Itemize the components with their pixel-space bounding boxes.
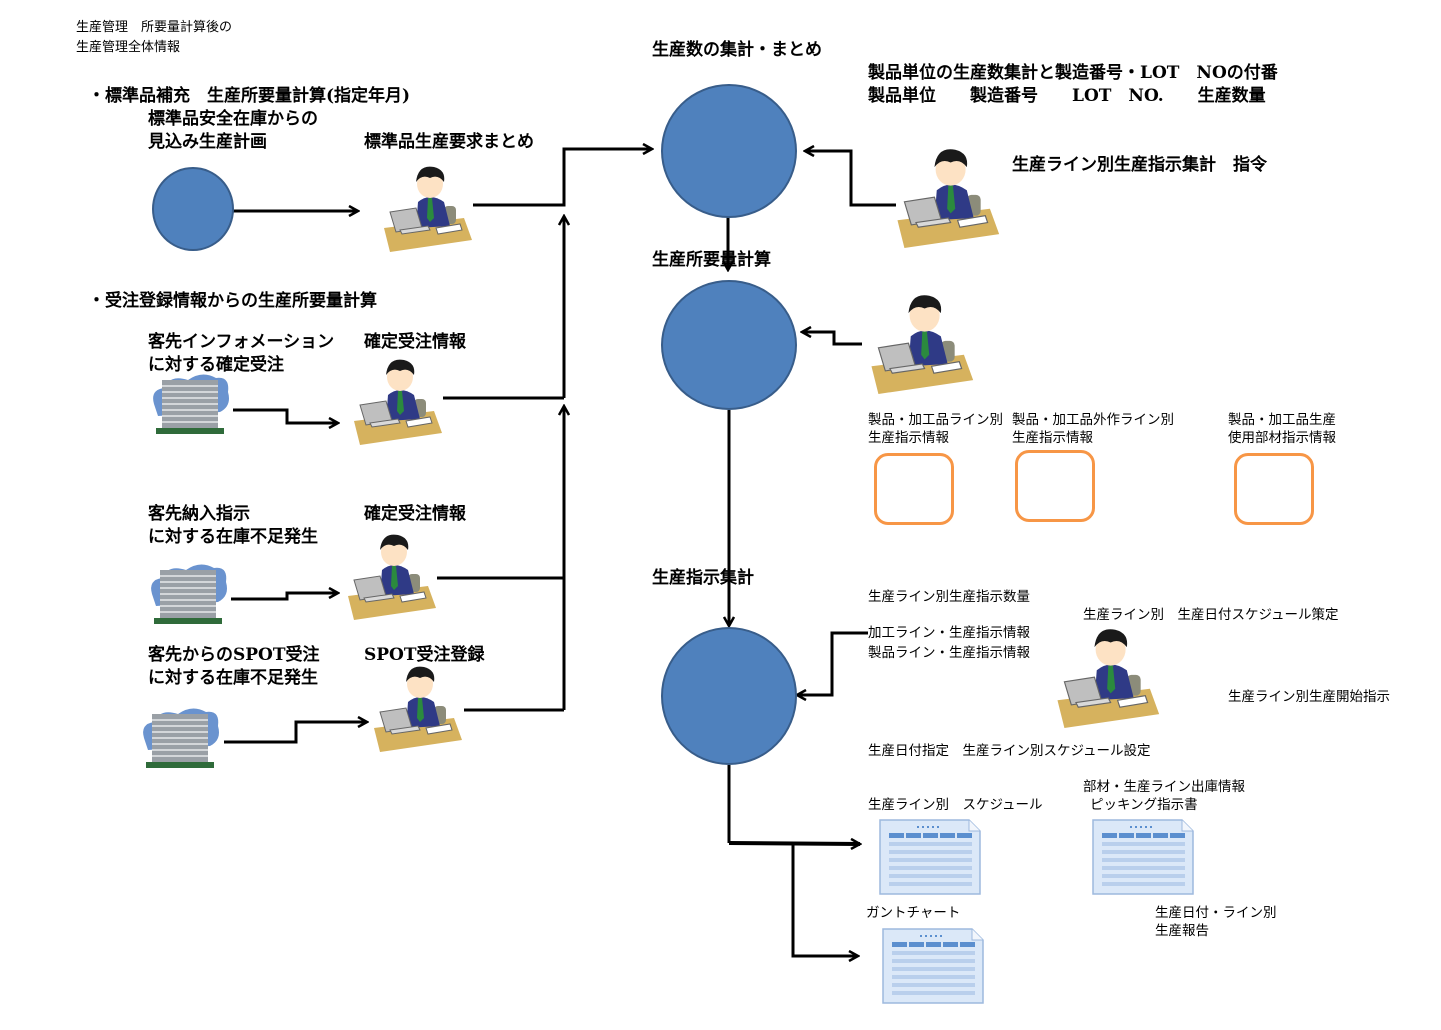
arrow-standard-worker-to-node1	[473, 149, 652, 207]
spreadsheet-doc-icon	[879, 819, 981, 895]
order3-source-label-2: に対する在庫不足発生	[148, 668, 318, 688]
arrow-order1-source-to-worker	[233, 408, 338, 423]
start-instruction-label: 生産ライン別生産開始指示	[1228, 689, 1390, 705]
worker-icon	[354, 359, 442, 445]
info-box3-line-1: 製品・加工品生産	[1228, 412, 1336, 428]
info-box2-line-2: 生産指示情報	[1012, 430, 1093, 446]
building-icon	[151, 564, 227, 624]
processing-line-info-label: 加工ライン・生産指示情報	[868, 625, 1030, 641]
worker-icon	[897, 149, 1000, 248]
info-box2-line-1: 製品・加工品外作ライン別	[1012, 412, 1174, 428]
standard-worker-label: 標準品生産要求まとめ	[364, 132, 534, 152]
order3-source-label-1: 客先からのSPOT受注	[148, 645, 320, 665]
order3-worker-label: SPOT受注登録	[364, 645, 485, 665]
building-icon	[143, 708, 219, 768]
orders-heading: ・受注登録情報からの生産所要量計算	[88, 291, 377, 311]
picking-doc-label-2: ピッキング指示書	[1090, 797, 1198, 813]
arrow-order3-source-to-worker	[224, 722, 367, 744]
spreadsheet-doc-icon	[1092, 819, 1194, 895]
summary-line-1: 製品単位の生産数集計と製造番号・LOT NOの付番	[868, 63, 1278, 83]
info-box1-line-1: 製品・加工品ライン別	[868, 412, 1003, 428]
order2-source-label-2: に対する在庫不足発生	[148, 527, 318, 547]
header-line-2: 生産管理全体情報	[76, 40, 181, 55]
schedule-doc-label: 生産ライン別 スケジュール	[868, 797, 1043, 813]
info-box3-line-2: 使用部材指示情報	[1228, 430, 1336, 446]
order1-worker-label: 確定受注情報	[364, 332, 466, 352]
arrow-worker2-to-node2	[802, 332, 862, 346]
order1-source-label-1: 客先インフォメーション	[148, 332, 335, 352]
arrow-lineinfo-to-node3	[797, 631, 868, 695]
order2-worker-label: 確定受注情報	[364, 504, 466, 524]
info-box-outsourced-instructions	[1015, 450, 1095, 522]
standard-source-node	[152, 167, 234, 251]
standard-heading: ・標準品補充 生産所要量計算(指定年月)	[88, 86, 411, 106]
info-box1-line-2: 生産指示情報	[868, 430, 949, 446]
building-icon	[153, 374, 229, 434]
line-directive-label: 生産ライン別生産指示集計 指令	[1012, 155, 1267, 175]
arrow-order2-source-to-worker	[231, 593, 338, 601]
gantt-doc-label: ガントチャート	[866, 905, 961, 921]
arrow-directive-to-node1	[805, 151, 896, 207]
report-line-1: 生産日付・ライン別	[1155, 905, 1277, 921]
node-requirement-calc	[661, 280, 797, 410]
product-line-info-label: 製品ライン・生産指示情報	[868, 645, 1030, 661]
node-instruction-summary	[661, 627, 797, 765]
node3-label: 生産指示集計	[652, 568, 754, 588]
node-production-summary	[661, 84, 797, 218]
schedule-planning-label: 生産ライン別 生産日付スケジュール策定	[1083, 607, 1339, 623]
worker-icon	[871, 295, 974, 394]
info-box-materials-instructions	[1234, 453, 1314, 525]
arrow-to-gantt-doc	[791, 843, 858, 956]
node2-label: 生産所要量計算	[652, 250, 771, 270]
order1-source-label-2: に対する確定受注	[148, 355, 284, 375]
node1-label: 生産数の集計・まとめ	[652, 40, 822, 60]
order2-source-label-1: 客先納入指示	[148, 504, 250, 524]
picking-doc-label-1: 部材・生産ライン出庫情報	[1083, 779, 1245, 795]
worker-icon	[384, 166, 472, 252]
summary-line-2: 製品単位 製造番号 LOT NO. 生産数量	[868, 86, 1266, 106]
report-line-2: 生産報告	[1155, 923, 1209, 939]
spreadsheet-doc-icon	[882, 928, 984, 1004]
worker-icon	[348, 534, 436, 620]
info-box-line-instructions	[874, 453, 954, 525]
header-line-1: 生産管理 所要量計算後の	[76, 20, 233, 35]
date-setting-label: 生産日付指定 生産ライン別スケジュール設定	[868, 743, 1151, 759]
standard-source-label-1: 標準品安全在庫からの	[148, 109, 318, 129]
worker-icon	[374, 666, 462, 752]
line-quantity-label: 生産ライン別生産指示数量	[868, 589, 1030, 605]
worker-icon	[1057, 629, 1160, 728]
standard-source-label-2: 見込み生産計画	[148, 132, 267, 152]
